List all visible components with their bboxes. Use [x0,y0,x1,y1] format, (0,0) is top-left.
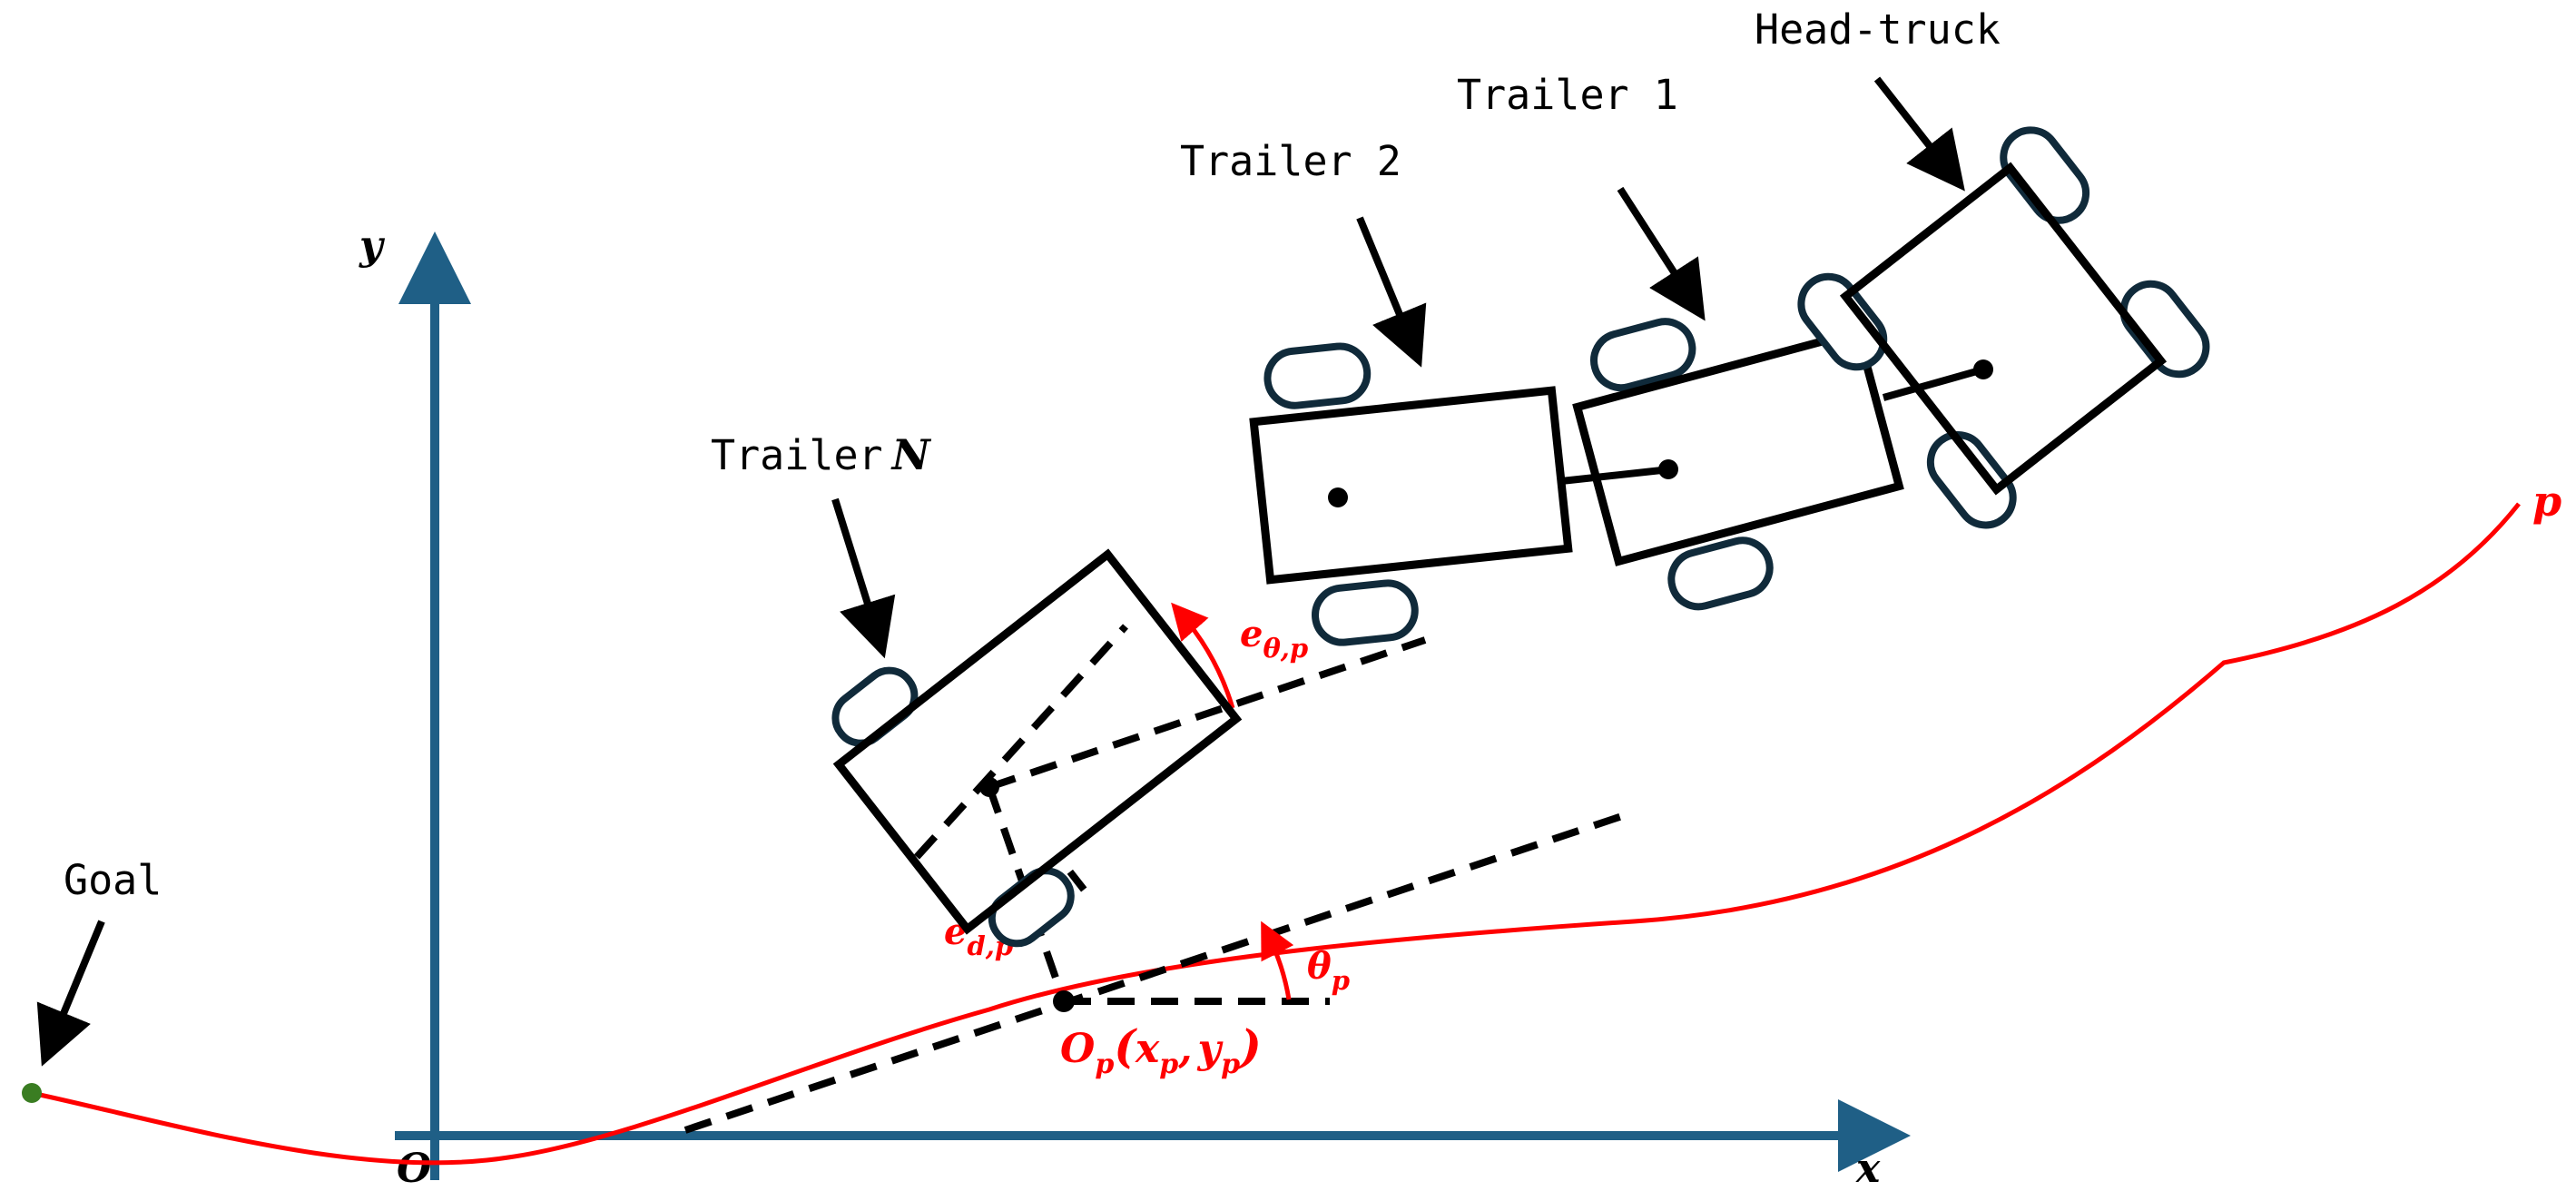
trailer-2-body [1249,386,1573,585]
trailer-2-wheel-top [1263,342,1372,409]
reference-path [31,502,2521,1166]
trailer-n-vehicle [831,548,1243,948]
heading-error-arc [1171,602,1235,709]
head-truck-pointer-arrow [1873,76,1965,192]
head-truck-label: Head-truck [1755,5,2001,54]
goal-label: Goal [64,856,162,904]
trailer-2-wheel-bottom [1312,579,1419,646]
axis-x-label: x [1855,1146,1881,1192]
trailer-n-pointer-arrow [831,497,896,659]
head-truck-hitch-point [1973,359,1993,379]
head-truck-vehicle [1797,126,2210,529]
axis-y-label: y [359,222,386,269]
path-label: p [2532,477,2561,526]
trailer-1-center-point [1658,459,1678,479]
path-angle-arc [1261,920,1294,1000]
trailer-1-body [1572,327,1904,566]
trailer-1-label: Trailer 1 [1457,71,1678,119]
path-angle-label: θp [1307,945,1350,996]
trailer-n-body [832,548,1243,935]
trailer-1-drawbar [1882,366,1985,401]
head-truck-wheel-3 [1926,431,2017,529]
heading-error-label: eθ,p [1240,613,1308,664]
trailer-n-hitch-point [979,777,999,797]
goal-pointer-arrow [36,920,105,1067]
trailer-n-axle-stub [1067,869,1087,892]
trailer-1-vehicle [1572,318,1904,611]
path-tangent-line [683,812,1627,1134]
origin-label: O [397,1146,431,1192]
projection-point-label: Op(xp,yp) [1060,1019,1262,1080]
trailer-2-drawbar [1560,466,1671,485]
trailer-1-wheel-bottom [1667,537,1774,611]
head-truck-wheel-2 [2000,126,2090,224]
trailer-2-label: Trailer 2 [1180,137,1401,185]
projection-point [1053,990,1075,1012]
goal-marker [22,1083,42,1103]
trailer-1-pointer-arrow [1617,186,1706,321]
head-truck-wheel-1 [1797,272,1888,371]
trailer-2-pointer-arrow [1356,216,1427,368]
head-truck-wheel-4 [2119,280,2210,379]
parallel-tangent-line [988,636,1427,791]
trailer-heading-line [914,624,1128,860]
trailer-2-vehicle [1249,342,1573,646]
trailer-1-wheel-top [1590,318,1696,392]
head-truck-body [1839,162,2168,496]
trailer-2-center-point [1328,487,1348,507]
